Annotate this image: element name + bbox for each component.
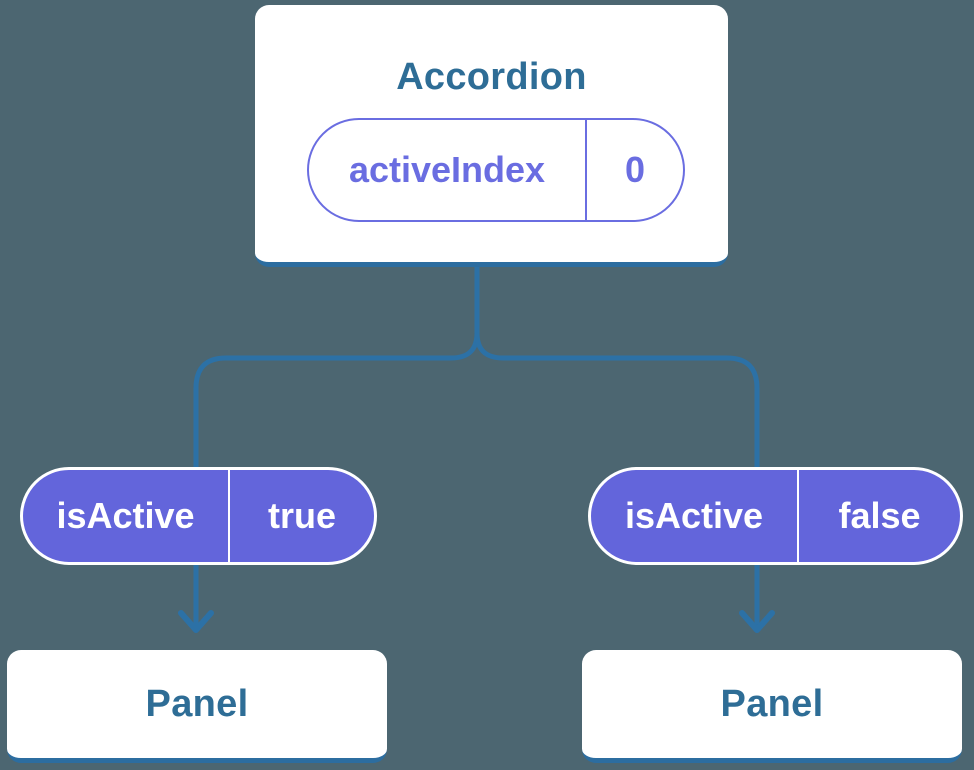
prop-pill-name: isActive xyxy=(591,470,799,562)
panel-card-left: Panel xyxy=(7,650,387,763)
connector-branch-right xyxy=(474,332,760,628)
prop-pill-right: isActive false xyxy=(588,467,963,565)
arrow-down-icon xyxy=(178,610,214,633)
panel-title: Panel xyxy=(720,682,824,725)
prop-pill-value: false xyxy=(838,495,921,536)
connector-branch-left xyxy=(193,332,480,628)
panel-title: Panel xyxy=(145,682,249,725)
accordion-title: Accordion xyxy=(396,56,587,98)
prop-pill-name: isActive xyxy=(23,470,230,562)
arrow-down-icon xyxy=(739,610,775,633)
state-pill-name: activeIndex xyxy=(309,120,587,220)
state-pill: activeIndex 0 xyxy=(307,118,685,222)
state-pill-value: 0 xyxy=(624,149,646,190)
prop-pill-left: isActive true xyxy=(20,467,377,565)
prop-pill-value: true xyxy=(267,495,336,536)
panel-card-right: Panel xyxy=(582,650,962,763)
accordion-card: Accordion activeIndex 0 xyxy=(255,5,728,267)
